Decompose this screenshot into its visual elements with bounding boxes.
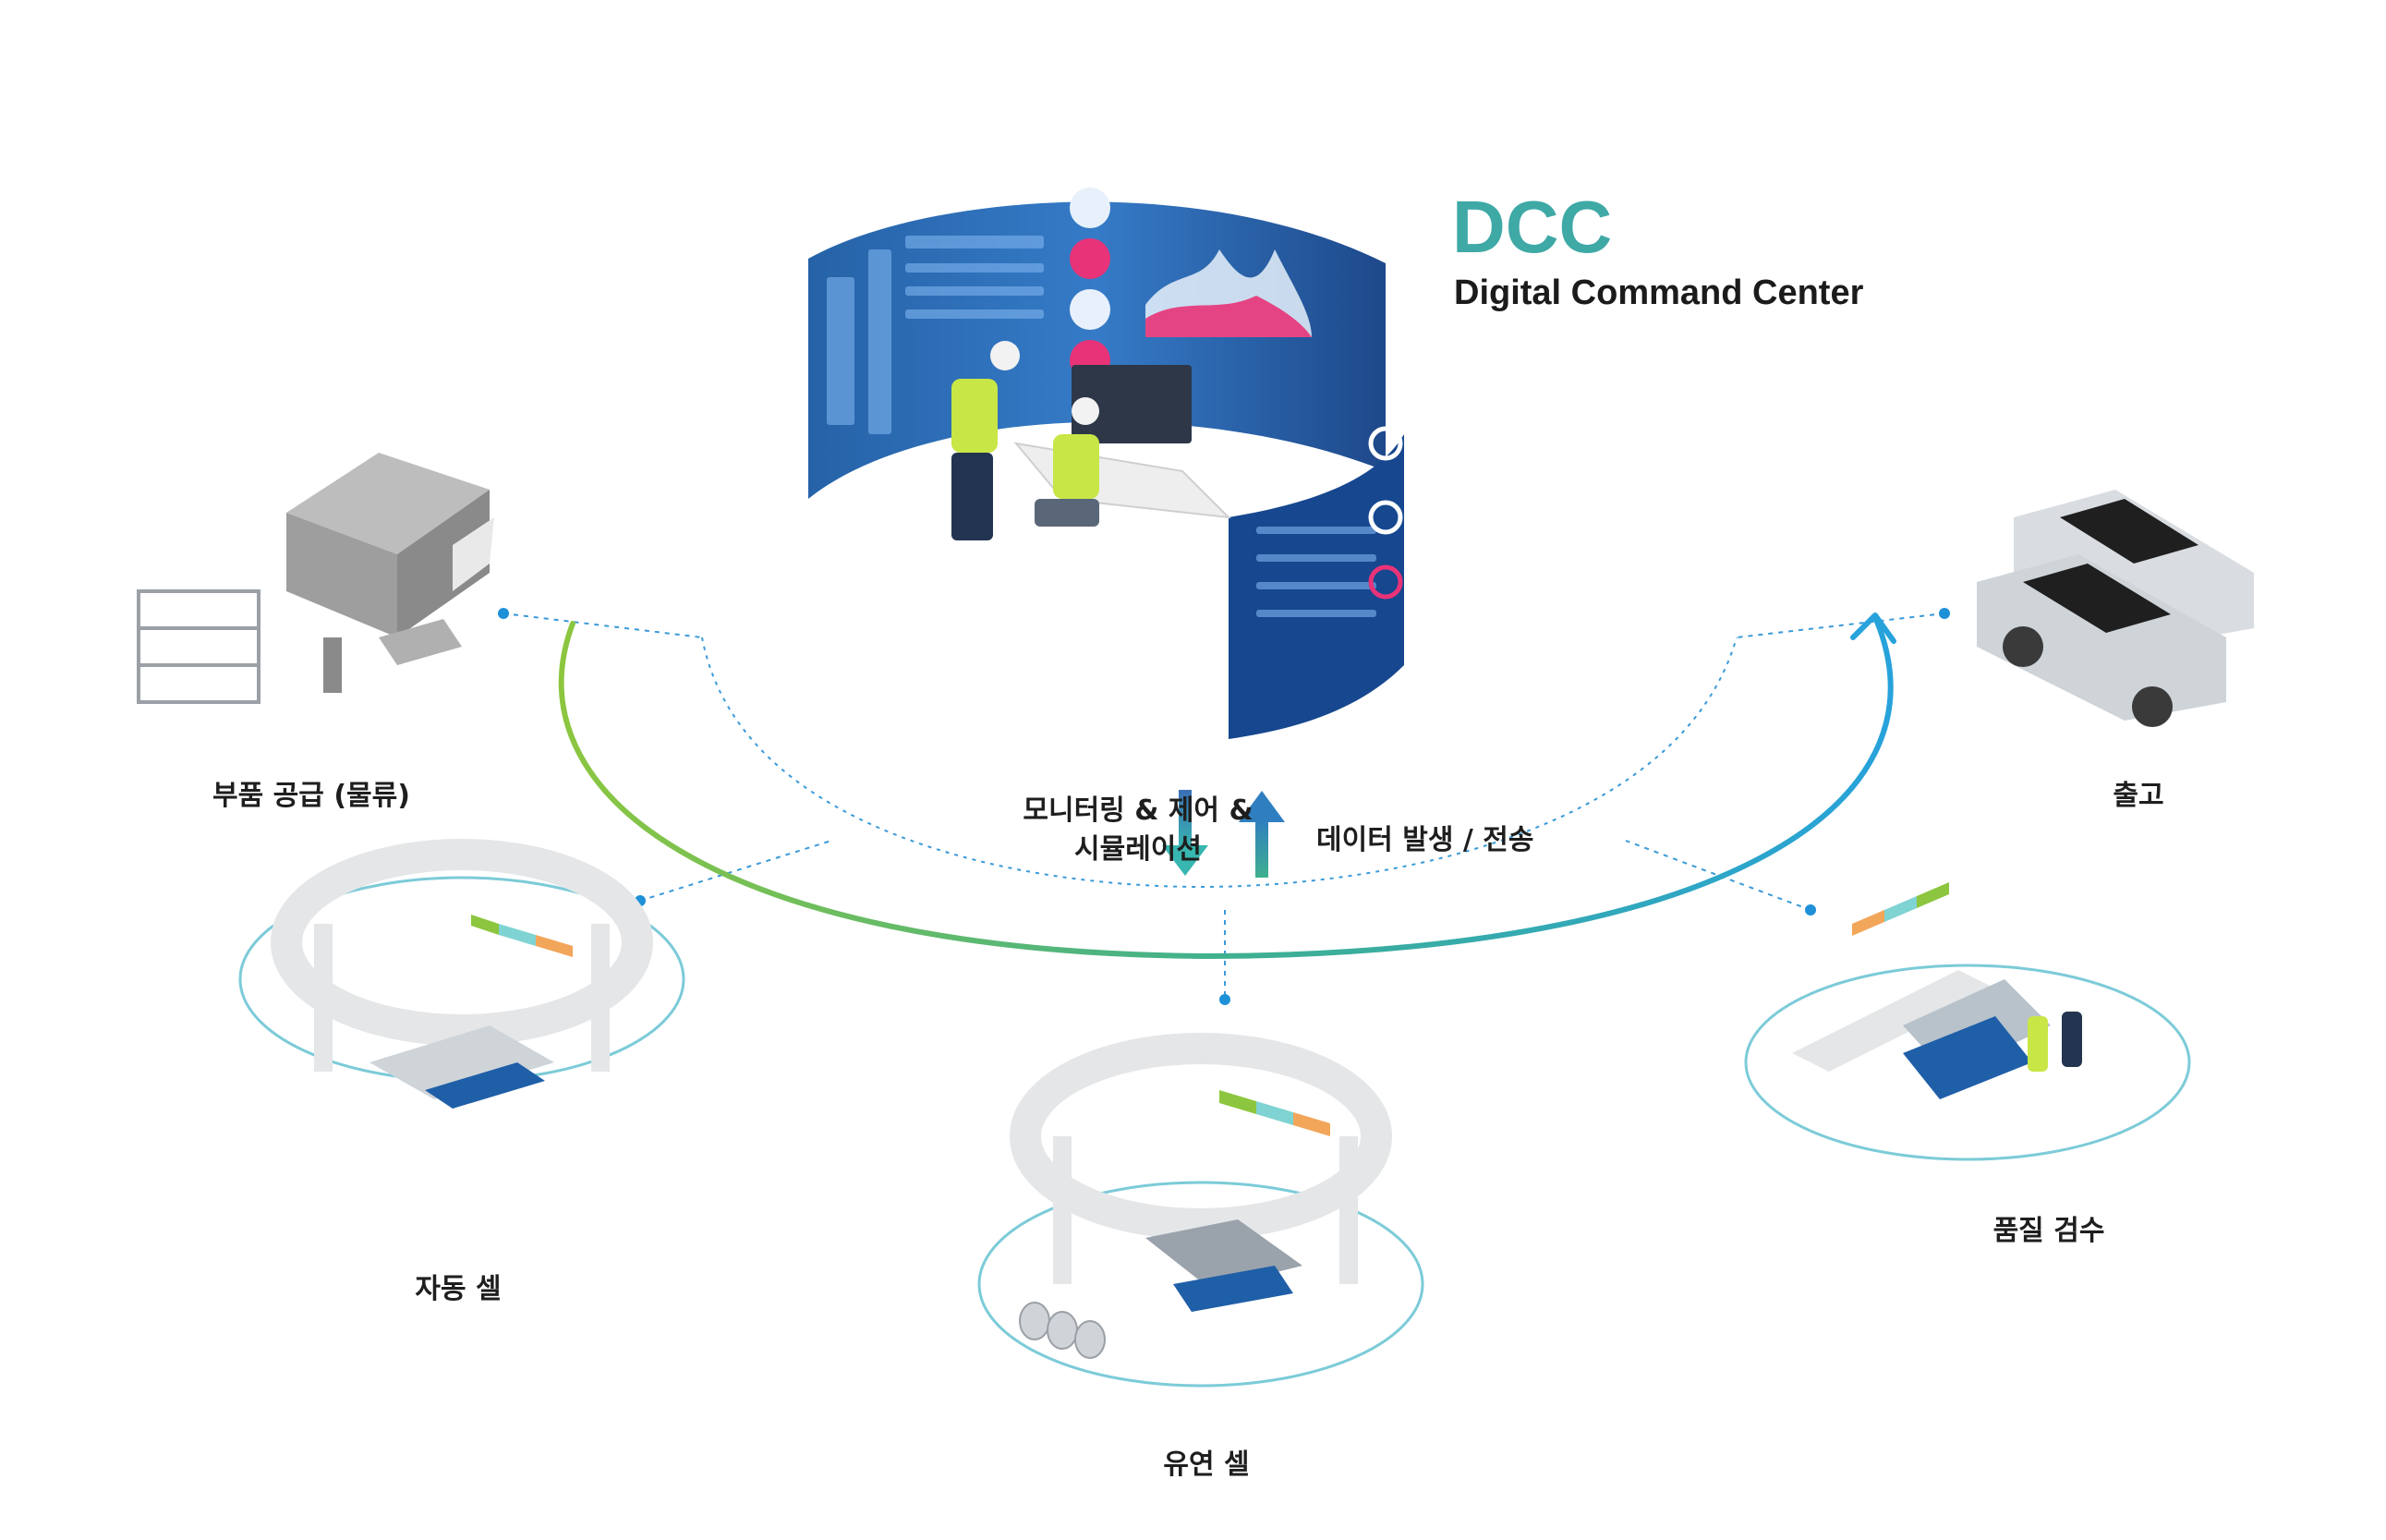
status-bar-flex — [1219, 1090, 1330, 1136]
car-front — [1977, 554, 2226, 727]
connector-quality — [1625, 840, 1811, 911]
status-bar-auto — [471, 915, 573, 957]
dcc-illustration — [808, 188, 1404, 739]
connector-dots — [498, 608, 1950, 1005]
connector-auto — [639, 840, 832, 902]
flow-down-line1: 모니터링 & 제어 & — [1023, 794, 1254, 827]
status-bar-quality — [1852, 882, 1949, 936]
operator-standing — [951, 341, 1020, 540]
dot-quality — [1805, 904, 1816, 916]
station-label-quality-inspection: 품질 검수 — [1992, 1215, 2105, 1247]
station-label-auto-cell: 자동 셀 — [415, 1273, 502, 1305]
station-label-shipping: 출고 — [2113, 780, 2164, 812]
arc-arrowhead — [1850, 612, 1896, 644]
flexible-cell-illustration — [977, 1033, 1424, 1388]
dotted-connectors — [503, 612, 1945, 998]
shipping-illustration — [1977, 490, 2254, 727]
arrow-up-icon — [1239, 791, 1285, 878]
screen-widgets — [827, 236, 1376, 617]
station-label-parts-supply: 부품 공급 (물류) — [212, 780, 410, 812]
flow-arc — [558, 612, 1896, 960]
auto-cell-illustration — [238, 839, 685, 1109]
dot-parts — [498, 608, 509, 619]
ring-chart-icons — [1368, 426, 1403, 600]
flow-arrows — [1162, 790, 1285, 878]
flow-down-line2: 시뮬레이션 — [1073, 833, 1202, 866]
connector-ship — [1736, 612, 1945, 638]
operator-seated — [1035, 397, 1099, 527]
station-label-flexible-cell: 유연 셀 — [1163, 1449, 1250, 1481]
wheel-stack — [1019, 1302, 1106, 1359]
parts-supply-illustration — [137, 453, 494, 704]
quality-inspection-illustration — [1744, 882, 2191, 1161]
car-back — [2014, 490, 2254, 647]
flow-down-label: 모니터링 & 제어 & 시뮬레이션 — [1023, 792, 1253, 869]
monitor — [1072, 365, 1192, 443]
dot-flex — [1219, 994, 1230, 1005]
dotted-inner-ring — [701, 637, 1738, 889]
flow-up-label: 데이터 발생 / 전송 — [1316, 824, 1534, 856]
arrow-down-icon — [1162, 790, 1208, 876]
dcc-subtitle: Digital Command Center — [1454, 273, 1864, 312]
dot-ship — [1939, 608, 1950, 619]
connector-parts — [503, 612, 703, 638]
dcc-title: DCC — [1452, 186, 1613, 268]
